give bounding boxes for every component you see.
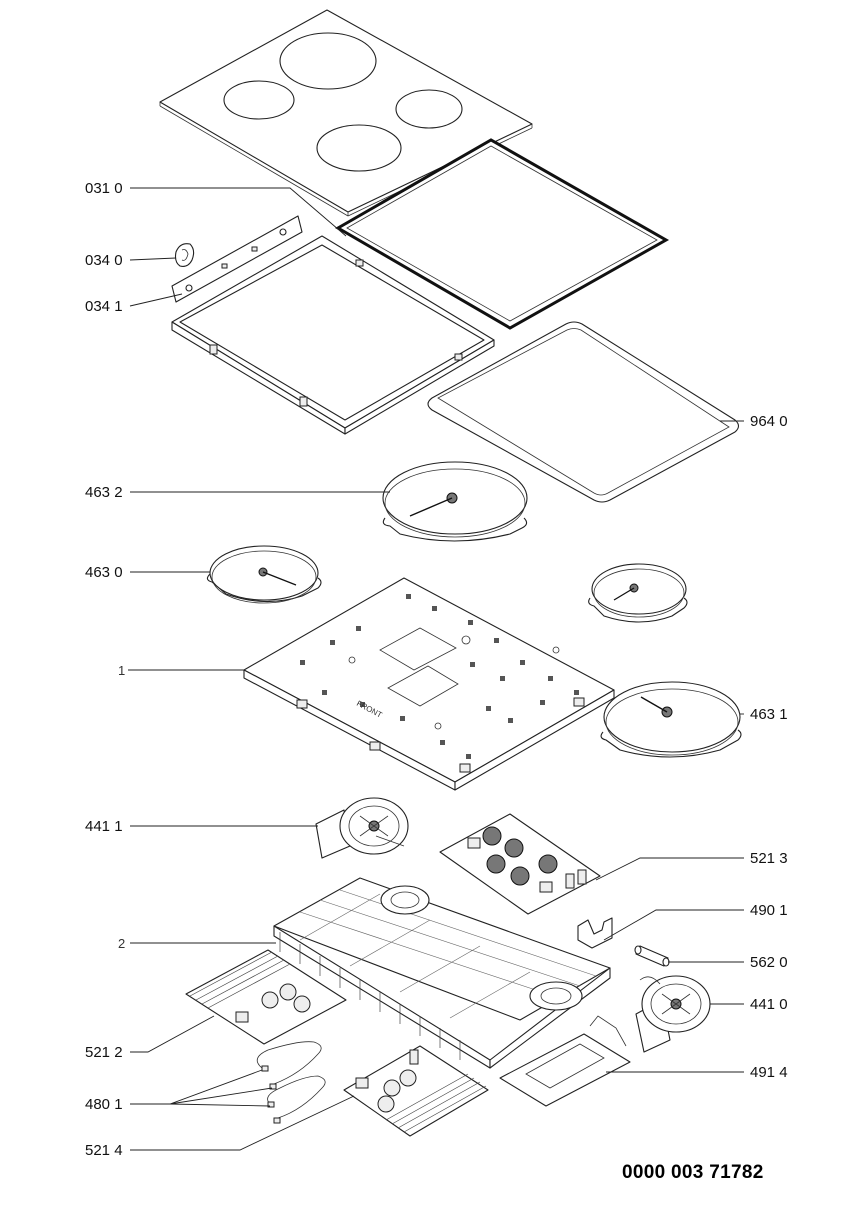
- clip-034-0: [174, 243, 195, 267]
- support-frame: [171, 235, 495, 435]
- label-491-4: 491 4: [750, 1064, 788, 1081]
- label-463-2: 463 2: [85, 484, 123, 501]
- label-463-0: 463 0: [85, 564, 123, 581]
- heating-element-463-1: [600, 681, 742, 758]
- leader-lines: [128, 187, 744, 1151]
- fuse-562-0: [634, 945, 670, 967]
- cables-480-1: [256, 1041, 326, 1124]
- label-034-0: 034 0: [85, 252, 123, 269]
- label-562-0: 562 0: [750, 954, 788, 971]
- control-board-521-4: [343, 1045, 489, 1137]
- label-490-1: 490 1: [750, 902, 788, 919]
- bracket-490-1: [577, 917, 613, 949]
- mounting-bracket-034-1: [171, 215, 303, 303]
- glass-ceramic-top: [159, 9, 533, 217]
- label-521-4: 521 4: [85, 1142, 123, 1159]
- label-521-3: 521 3: [750, 850, 788, 867]
- gasket-964-0: [427, 321, 740, 503]
- label-480-1: 480 1: [85, 1096, 123, 1113]
- bottom-housing: [273, 877, 611, 1069]
- top-seal-frame: [335, 138, 670, 330]
- control-board-521-2: [185, 949, 347, 1045]
- support-plate: FRONT: [243, 577, 615, 791]
- label-2: 2: [118, 936, 125, 951]
- heating-element-463-0: [206, 545, 322, 604]
- label-1: 1: [118, 663, 125, 678]
- label-521-2: 521 2: [85, 1044, 123, 1061]
- power-board-521-3: [439, 813, 601, 915]
- cooling-fan-441-0: [635, 975, 711, 1053]
- label-441-1: 441 1: [85, 818, 123, 835]
- heating-element-463-2: [382, 461, 528, 542]
- label-441-0: 441 0: [750, 996, 788, 1013]
- label-034-1: 034 1: [85, 298, 123, 315]
- label-463-1: 463 1: [750, 706, 788, 723]
- label-031-0: 031 0: [85, 180, 123, 197]
- cooling-fan-441-1: [315, 797, 409, 859]
- document-number: 0000 003 71782: [622, 1162, 764, 1183]
- ribbon-cable-491-4: [499, 1015, 631, 1107]
- heating-element-small: [588, 563, 688, 623]
- label-964-0: 964 0: [750, 413, 788, 430]
